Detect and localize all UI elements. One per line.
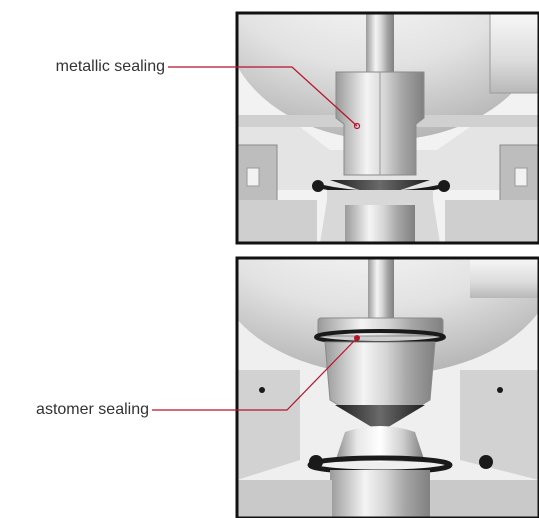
metallic-leader-line xyxy=(168,66,358,127)
metallic-sealing-label: metallic sealing xyxy=(55,58,165,75)
elastomer-sealing-label: astomer sealing xyxy=(36,401,149,418)
metallic-leader-dot xyxy=(353,122,361,130)
elastomer-seal-cross-section xyxy=(237,258,539,518)
elastomer-leader-line xyxy=(152,337,358,411)
bottom-panel-frame xyxy=(235,256,539,518)
leader-lines xyxy=(152,66,361,411)
elastomer-leader-dot xyxy=(354,335,360,341)
top-panel-frame xyxy=(235,11,539,245)
metallic-seal-cross-section xyxy=(237,13,539,243)
